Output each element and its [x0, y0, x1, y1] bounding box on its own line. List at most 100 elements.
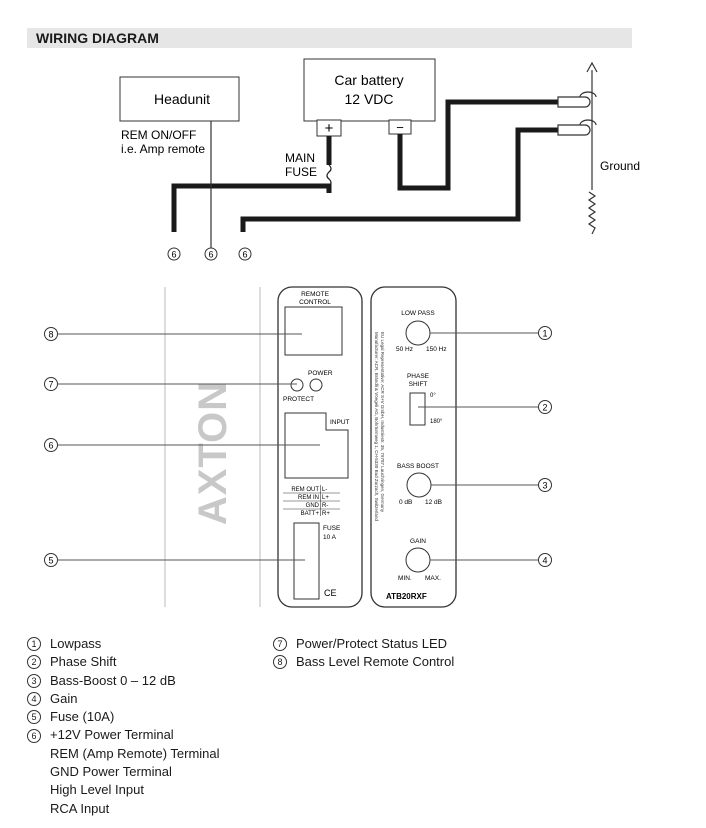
phase-0-label: 0°: [430, 393, 436, 399]
wire-callout-2: 6: [208, 250, 213, 260]
headunit-label: Headunit: [154, 91, 210, 107]
panel-callouts: 8 7 6 5 1 2 3 4: [44, 326, 552, 567]
minus-label: −: [396, 120, 404, 135]
terminal-left-4: BATT+: [301, 511, 320, 517]
rem-label-1: REM ON/OFF: [121, 128, 196, 142]
low-pass-min: 50 Hz: [396, 346, 413, 353]
brand-logo: AXTON: [191, 381, 235, 525]
terminal-left-3: GND: [306, 503, 320, 509]
low-pass-knob[interactable]: [405, 320, 431, 346]
legend-label: Bass-Boost 0 – 12 dB: [50, 672, 176, 688]
power-label: POWER: [308, 370, 333, 377]
ring-connectors: [557, 91, 597, 136]
legend-num: 6: [27, 728, 41, 743]
callout-1: 1: [542, 329, 547, 339]
legend-item: 1 Lowpass: [27, 635, 220, 653]
legend-label: Lowpass: [50, 636, 102, 651]
terminal-right-2: L+: [322, 495, 329, 501]
battery-negative-wire: [397, 99, 558, 191]
gain-max: MAX.: [425, 575, 441, 582]
gain-knob[interactable]: [405, 547, 431, 573]
fuse-rating: 10 A: [323, 534, 337, 541]
ce-mark-icon: CE: [324, 588, 337, 598]
phase-label-2: SHIFT: [409, 381, 428, 388]
legend-label: Gain: [50, 690, 78, 706]
wire-callout-3: 6: [242, 250, 247, 260]
ground-wire: [240, 127, 558, 232]
wires: [171, 99, 558, 232]
fuse-label: FUSE: [323, 525, 341, 532]
ground-label: Ground: [600, 159, 640, 173]
input-label: INPUT: [330, 419, 350, 426]
bass-boost-label: BASS BOOST: [397, 463, 439, 470]
callout-6: 6: [48, 441, 53, 451]
power-wire: [171, 183, 332, 232]
remote-control-label-1: REMOTE: [301, 291, 329, 298]
legend-num: 1: [27, 637, 41, 652]
legend-num: 5: [27, 710, 41, 725]
callout-lines: [57, 332, 539, 561]
callout-7: 7: [48, 380, 53, 390]
gain-label: GAIN: [410, 538, 426, 545]
legend-label: Bass Level Remote Control: [296, 654, 455, 670]
callout-8: 8: [48, 330, 53, 340]
input-connector: [284, 412, 349, 479]
wire-callout-1: 6: [171, 250, 176, 260]
right-panel: [370, 286, 457, 608]
protect-led: [290, 378, 304, 392]
callout-3: 3: [542, 481, 547, 491]
protect-label: PROTECT: [283, 396, 314, 403]
model-label: ATB20RXF: [386, 592, 427, 601]
header-bar: WIRING DIAGRAM: [27, 28, 632, 48]
legend-subitem: RCA Input: [50, 800, 110, 816]
headunit-box: Headunit: [119, 76, 240, 122]
legend-subitem: REM (Amp Remote) Terminal: [50, 745, 220, 761]
terminal-labels: REM OUT L- REM IN L+ GND R- BATT+ R+: [283, 485, 340, 517]
battery-label-2: 12 VDC: [344, 91, 393, 107]
wire-callouts: 6 6 6: [167, 247, 252, 261]
gain-min: MIN.: [398, 575, 412, 582]
legend-num: 4: [27, 692, 41, 707]
low-pass-label: LOW PASS: [401, 310, 435, 317]
main-fuse-icon: [326, 164, 332, 193]
callout-4: 4: [542, 556, 547, 566]
ground-bolt-icon: [586, 61, 598, 235]
phase-180-label: 180°: [430, 419, 443, 425]
bass-boost-min: 0 dB: [399, 499, 412, 506]
imprint-line-2: Manufacturer: ACR, Brändli & Vöegeli AG,…: [374, 332, 379, 521]
legend-num: 7: [273, 637, 287, 652]
plus-label: +: [325, 120, 334, 137]
terminal-right-4: R+: [322, 511, 330, 517]
legend-item: 2 Phase Shift: [27, 653, 220, 671]
low-pass-max: 150 Hz: [426, 346, 447, 353]
legend-label: Phase Shift: [50, 654, 117, 670]
phase-switch[interactable]: [409, 392, 426, 426]
bass-boost-knob[interactable]: [406, 472, 432, 498]
imprint-text: EU Legal Representative: ACR S+V GmbH, I…: [374, 332, 385, 521]
rem-label-2: i.e. Amp remote: [121, 142, 205, 156]
callout-2: 2: [542, 403, 547, 413]
remote-control-port: [284, 306, 343, 356]
amp-body-lines: [164, 287, 261, 607]
legend-label: Fuse (10A): [50, 709, 115, 725]
imprint-line-1: EU Legal Representative: ACR S+V GmbH, I…: [380, 332, 385, 513]
legend-item: 5 Fuse (10A): [27, 708, 220, 726]
bass-boost-max: 12 dB: [425, 499, 442, 506]
terminal-left-1: REM OUT: [291, 487, 319, 493]
legend-num: 2: [27, 655, 41, 670]
legend-label: +12V Power Terminal: [50, 727, 174, 743]
power-led: [309, 378, 323, 392]
page-title: WIRING DIAGRAM: [36, 30, 159, 46]
remote-control-label-2: CONTROL: [299, 299, 331, 306]
legend-subitem: High Level Input: [50, 782, 144, 798]
fuse-label-1: MAIN: [285, 151, 315, 165]
callout-5: 5: [48, 556, 53, 566]
fuse-holder: [293, 522, 320, 600]
legend-subitem: GND Power Terminal: [50, 764, 172, 780]
